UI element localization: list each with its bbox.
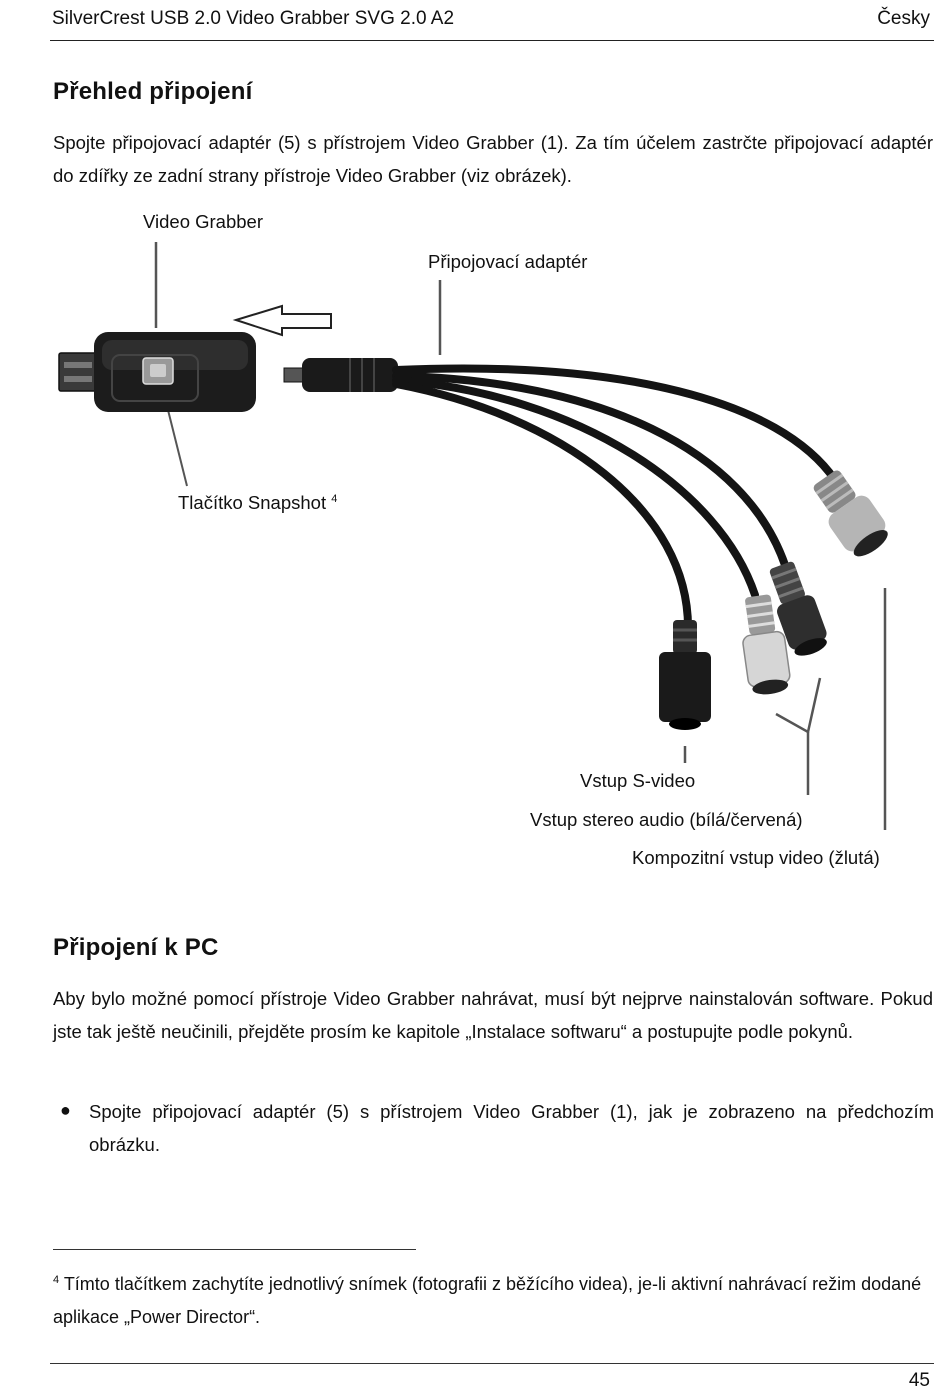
audio-white-connector-icon: [742, 594, 791, 695]
label-s-video: Vstup S-video: [580, 770, 696, 791]
connection-figure: [58, 242, 888, 830]
section-paragraph-overview: Spojte připojovací adaptér (5) s přístro…: [53, 132, 933, 186]
bullet-item: Spojte připojovací adaptér (5) s přístro…: [89, 1101, 934, 1155]
adapter-cables: [392, 364, 839, 634]
section-paragraph-pc: Aby bylo možné pomocí přístroje Video Gr…: [53, 988, 933, 1042]
footnote-text: Tímto tlačítkem zachytíte jednotlivý sní…: [53, 1274, 922, 1327]
footnote-ref-4: 4: [331, 493, 338, 505]
page-number: 45: [908, 1370, 930, 1391]
label-stereo-audio: Vstup stereo audio (bílá/červená): [530, 809, 803, 830]
footnote-rule: [53, 1249, 416, 1250]
label-video-grabber: Video Grabber: [143, 211, 263, 232]
label-adapter: Připojovací adaptér: [428, 251, 588, 272]
section-heading-pc-connection: Připojení k PC: [53, 934, 219, 961]
composite-video-connector-icon: [813, 470, 888, 557]
running-header-language: Česky: [877, 8, 930, 29]
footnote: 4 Tímto tlačítkem zachytíte jednotlivý s…: [53, 1264, 928, 1334]
label-snapshot-button: Tlačítko Snapshot 4: [178, 492, 338, 513]
footnote-marker: 4: [53, 1274, 60, 1286]
insert-direction-arrow-icon: [232, 304, 332, 337]
audio-red-connector-icon: [769, 561, 827, 656]
footer-rule: [50, 1363, 934, 1364]
section-heading-connection-overview: Přehled připojení: [53, 78, 253, 105]
bullet-dot-icon: ●: [60, 1100, 71, 1120]
label-composite-video: Kompozitní vstup video (žlutá): [632, 847, 880, 868]
s-video-connector-icon: [659, 620, 711, 730]
running-header-title: SilverCrest USB 2.0 Video Grabber SVG 2.…: [52, 8, 455, 29]
header-rule: [50, 40, 934, 41]
